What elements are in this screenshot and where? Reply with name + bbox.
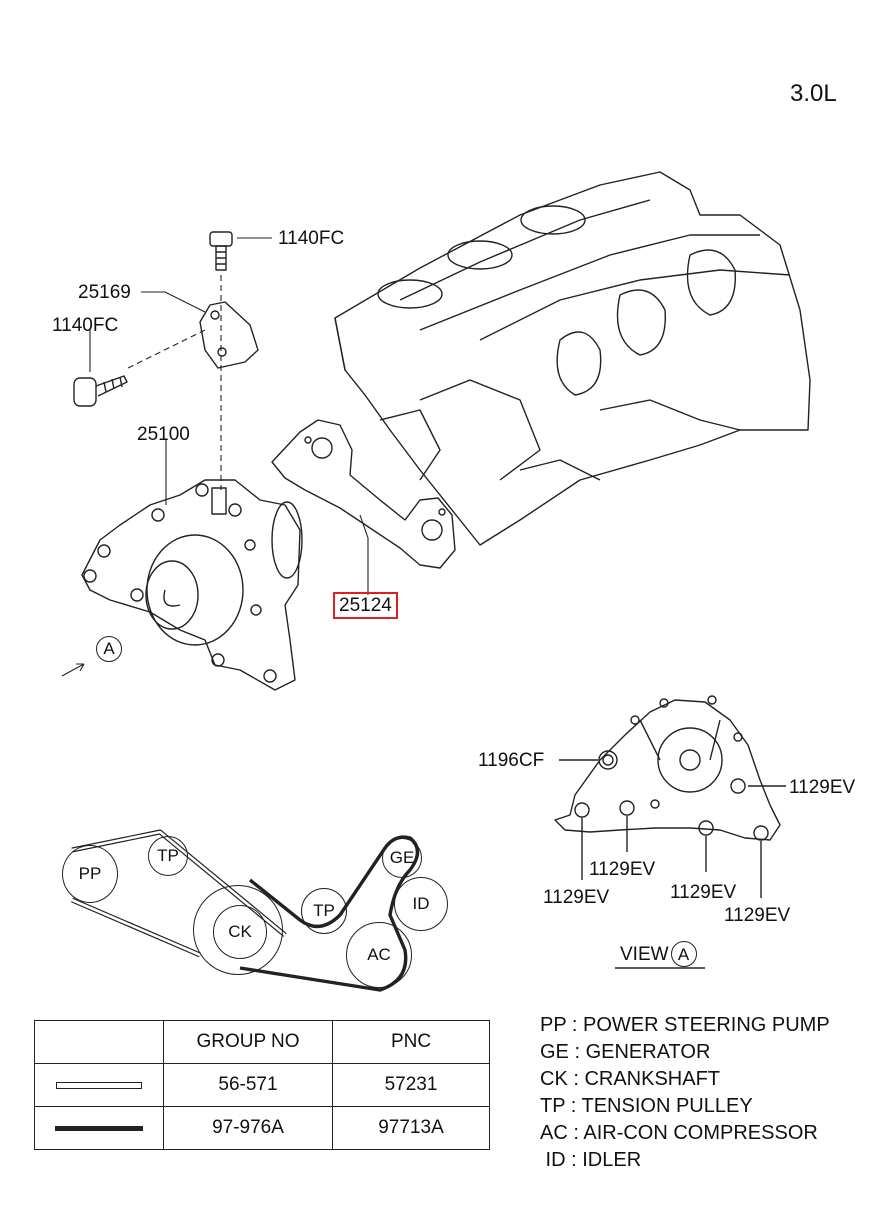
part-label-1140fc-top[interactable]: 1140FC (278, 228, 345, 249)
table-row: 56-571 57231 (34, 1063, 490, 1107)
thin-belt-swatch (34, 1063, 164, 1107)
leader-lines (61, 237, 369, 677)
engine-block-drawing (334, 171, 811, 546)
pulley-id: ID (394, 877, 448, 931)
legend-item-pp: PP : POWER STEERING PUMP (540, 1014, 830, 1036)
thick-belt-swatch (34, 1106, 164, 1150)
pulley-ac: AC (346, 922, 412, 988)
view-caption-marker: A (670, 941, 697, 967)
view-a-marker: A (96, 636, 122, 662)
legend-item-id: ID : IDLER (540, 1149, 642, 1171)
part-label-1129ev-left[interactable]: 1129EV (543, 887, 610, 908)
group-no-cell[interactable]: 97-976A (163, 1106, 333, 1150)
part-label-1129ev-right[interactable]: 1129EV (789, 777, 856, 798)
part-label-1129ev-bottom[interactable]: 1129EV (724, 905, 791, 926)
bolt-drawings (73, 231, 233, 407)
view-caption-text: VIEW (620, 943, 669, 965)
engine-size-label: 3.0L (790, 80, 837, 107)
part-label-1140fc-left[interactable]: 1140FC (52, 315, 119, 336)
belt-spec-table: GROUP NO PNC 56-571 57231 97-976A 97713A (34, 1020, 490, 1150)
legend-item-tp: TP : TENSION PULLEY (540, 1095, 753, 1117)
pnc-cell[interactable]: 97713A (332, 1106, 490, 1150)
table-header-pnc: PNC (332, 1020, 490, 1064)
gasket-drawing (271, 419, 456, 569)
view-caption: VIEW A (620, 941, 697, 967)
table-header-group-no: GROUP NO (163, 1020, 333, 1064)
part-label-25124-highlighted[interactable]: 25124 (333, 592, 398, 619)
table-header-blank (34, 1020, 164, 1064)
table-row: 97-976A 97713A (34, 1106, 490, 1150)
water-pump-drawing (81, 479, 303, 691)
abbreviation-legend: PP : POWER STEERING PUMP GE : GENERATOR … (540, 1012, 830, 1174)
legend-item-ck: CK : CRANKSHAFT (540, 1068, 721, 1090)
part-label-25169[interactable]: 25169 (78, 282, 131, 303)
table-header-row: GROUP NO PNC (34, 1020, 490, 1064)
pulley-ge: GE (382, 838, 422, 878)
pnc-cell[interactable]: 57231 (332, 1063, 490, 1107)
part-label-1129ev-center[interactable]: 1129EV (670, 882, 737, 903)
group-no-cell[interactable]: 56-571 (163, 1063, 333, 1107)
pulley-pp: PP (62, 845, 118, 903)
pulley-tp-lower: TP (301, 888, 347, 934)
legend-item-ac: AC : AIR-CON COMPRESSOR (540, 1122, 818, 1144)
part-label-1196cf[interactable]: 1196CF (478, 750, 545, 771)
part-label-25100[interactable]: 25100 (137, 424, 190, 445)
legend-item-ge: GE : GENERATOR (540, 1041, 711, 1063)
pulley-ck-outer (193, 885, 283, 975)
part-label-1129ev-mid[interactable]: 1129EV (589, 859, 656, 880)
pulley-tp-upper: TP (148, 836, 188, 876)
pulley-ck: CK (213, 905, 267, 959)
bracket-drawing (199, 301, 259, 369)
view-a-drawing (554, 695, 786, 969)
